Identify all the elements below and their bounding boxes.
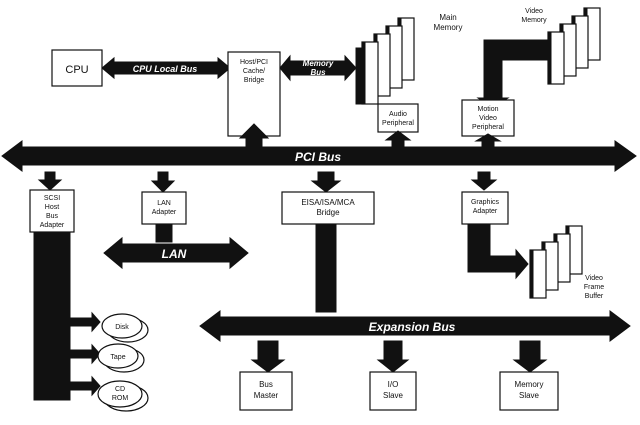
memory-slave-label-1: Memory [515, 380, 544, 389]
scsi-adapter-label-2: Host [45, 204, 59, 211]
frame-buffer-label-3: Buffer [585, 293, 604, 300]
lan-adapter-label-2: Adapter [152, 209, 177, 216]
expansion-bus-label: Expansion Bus [369, 320, 456, 334]
motion-video-block: Motion Video Peripheral [461, 99, 515, 137]
main-memory-stack [355, 17, 415, 105]
eisa-bridge-label-2: Bridge [316, 208, 340, 217]
memory-bus: Memory Bus [279, 54, 357, 82]
motion-video-label-3: Peripheral [472, 124, 504, 131]
memory-slave-block: Memory Slave [499, 340, 559, 411]
audio-pci-arrow [384, 130, 412, 147]
graphics-adapter-label-1: Graphics [471, 199, 500, 206]
audio-peripheral-block: Audio Peripheral [377, 103, 419, 133]
scsi-cdrom: CD ROM [69, 375, 149, 412]
graphics-adapter-block: Graphics Adapter [461, 171, 509, 225]
audio-label-2: Peripheral [382, 120, 414, 127]
bus-master-label-2: Master [254, 391, 279, 400]
cdrom-label-1: CD [115, 386, 125, 393]
audio-label-1: Audio [389, 111, 407, 118]
lan-bus: LAN [103, 236, 249, 270]
tape-label: Tape [110, 354, 125, 361]
motion-video-label-2: Video [479, 115, 497, 122]
video-memory-stack [547, 7, 601, 85]
video-memory-label-2: Memory [521, 17, 547, 24]
eisa-bridge-label-1: EISA/ISA/MCA [301, 198, 355, 207]
video-frame-buffer-stack [529, 225, 583, 299]
cdrom-label-2: ROM [112, 395, 129, 402]
scsi-bus: SCSI BUS [33, 231, 91, 401]
cpu-block: CPU [51, 49, 103, 87]
cpu-local-bus: CPU Local Bus [101, 56, 231, 80]
main-memory-label-2: Memory [434, 23, 463, 32]
video-memory-connector [483, 39, 549, 99]
graphics-adapter-label-2: Adapter [473, 208, 498, 215]
motion-video-pci-arrow [474, 133, 502, 147]
disk-label: Disk [115, 324, 129, 331]
host-bridge-line-1: Host/PCI [240, 59, 268, 66]
memory-bus-label-2: Bus [310, 68, 326, 77]
main-memory-label-1: Main [439, 13, 456, 22]
cpu-local-bus-label: CPU Local Bus [133, 64, 198, 74]
scsi-adapter-label-3: Bus [46, 213, 59, 220]
frame-buffer-label-1: Video [585, 275, 603, 282]
video-memory-label-1: Video [525, 8, 543, 15]
scsi-disk: Disk [69, 311, 149, 343]
pci-bus: PCI Bus [1, 140, 637, 172]
scsi-tape: Tape [69, 343, 145, 373]
lan-bus-label: LAN [162, 247, 187, 261]
expansion-bus: Expansion Bus [199, 310, 631, 342]
lan-adapter-label-1: LAN [157, 200, 171, 207]
bus-master-label-1: Bus [259, 380, 273, 389]
scsi-adapter-pci-arrow [37, 171, 63, 191]
pci-bus-label: PCI Bus [295, 150, 341, 164]
eisa-bridge-block: EISA/ISA/MCA Bridge [281, 171, 375, 313]
motion-video-label-1: Motion [477, 106, 498, 113]
host-bridge-line-2: Cache/ [243, 68, 265, 75]
io-slave-label-2: Slave [383, 391, 404, 400]
memory-slave-label-2: Slave [519, 391, 540, 400]
scsi-adapter-label-4: Adapter [40, 222, 65, 229]
host-bridge-line-3: Bridge [244, 77, 264, 84]
bus-master-block: Bus Master [239, 340, 293, 411]
frame-buffer-label-2: Frame [584, 284, 604, 291]
scsi-adapter-label-1: SCSI [44, 195, 60, 202]
scsi-adapter-block: SCSI Host Bus Adapter [29, 171, 75, 233]
memory-bus-label-1: Memory [303, 59, 334, 68]
io-slave-label-1: I/O [388, 380, 399, 389]
cpu-label: CPU [65, 64, 88, 76]
scsi-bus-label: SCSI BUS [77, 272, 91, 329]
bridge-to-pci-arrow [238, 123, 270, 147]
frame-buffer-connector [467, 223, 529, 280]
lan-adapter-block: LAN Adapter [141, 171, 187, 243]
io-slave-block: I/O Slave [369, 340, 417, 411]
